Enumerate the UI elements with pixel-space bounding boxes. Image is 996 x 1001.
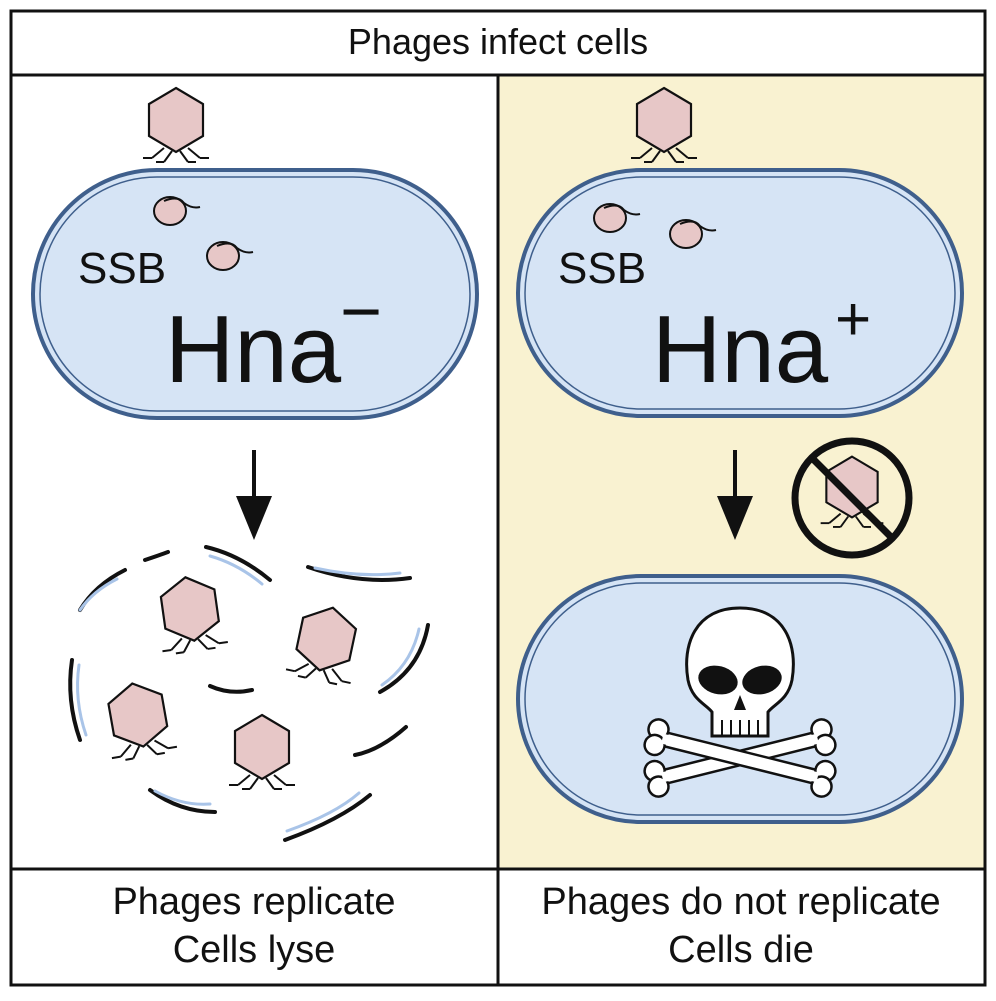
left-caption-line2: Cells lyse [173,929,336,971]
skull-crossbones-icon [641,606,839,800]
left-strain-label: Hna [165,296,342,403]
cell-hna-minus [31,168,479,420]
left-caption-line1: Phages replicate [112,881,395,923]
left-strain-sign: − [340,272,382,352]
right-protein-label: SSB [558,244,646,293]
right-panel: SSB Hna + [516,86,964,971]
phage-icon [227,713,297,791]
phage-icon [98,676,179,764]
left-protein-label: SSB [78,244,166,293]
right-strain-sign: + [835,285,871,354]
header-title: Phages infect cells [348,21,648,62]
no-phage-icon [791,437,913,559]
released-phages [98,571,367,791]
right-strain-label: Hna [652,296,829,403]
arrow-down-icon [717,450,753,540]
right-caption-line1: Phages do not replicate [541,881,940,923]
arrow-down-icon [236,450,272,540]
phage-icon [284,599,367,689]
phage-icon [141,86,211,164]
cell-hna-plus [516,168,964,418]
right-caption-line2: Cells die [668,929,814,971]
lysed-cell-fragments [68,545,430,842]
phage-icon [151,571,230,657]
left-panel: SSB Hna − [31,86,479,971]
